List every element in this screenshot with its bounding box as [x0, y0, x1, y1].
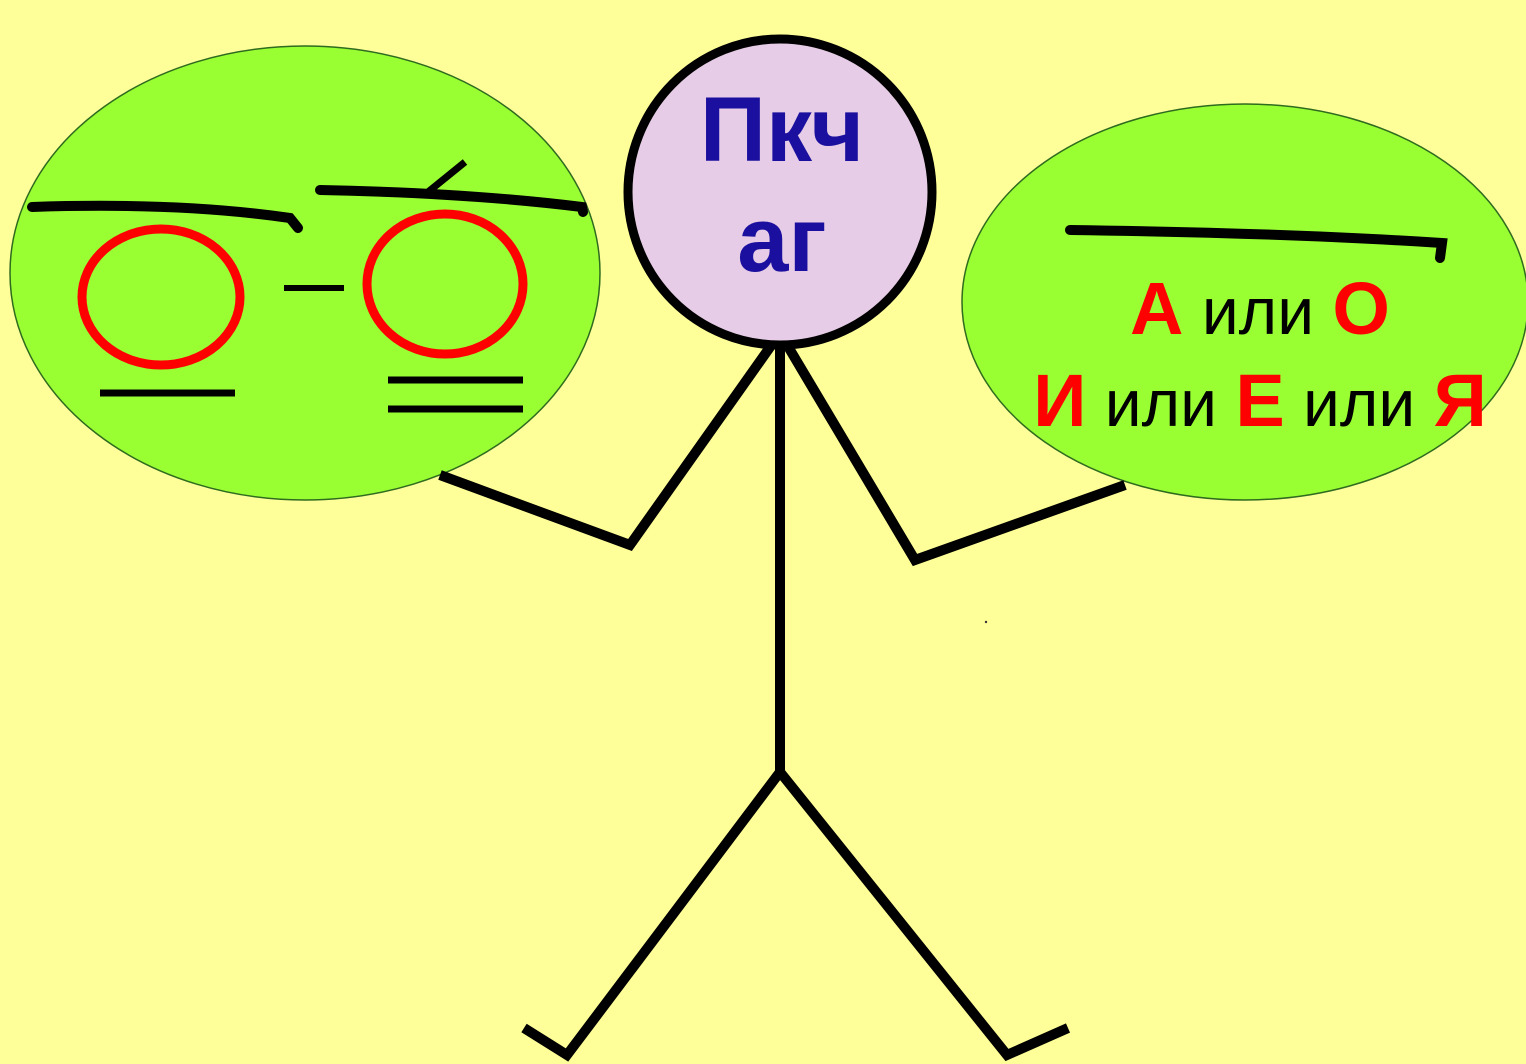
vowel-choice-row-1: А или О [1000, 266, 1520, 351]
vowel-o: О [1332, 267, 1390, 350]
vowel-e: Е [1235, 359, 1285, 442]
right-leg [776, 768, 1071, 1062]
vowel-ya: Я [1433, 359, 1487, 442]
head-circle [623, 34, 937, 350]
right-prefix-arc [1065, 225, 1448, 263]
left-leg [521, 768, 784, 1062]
vowel-circle-left [77, 224, 245, 370]
or-word: или [1201, 274, 1315, 348]
vowel-choice-row-2: И или Е или Я [1000, 358, 1520, 443]
left-bubble [9, 45, 601, 501]
speck-dot [984, 620, 988, 624]
vowel-i: И [1033, 359, 1087, 442]
stress-mark [425, 159, 468, 195]
second-prefix-arc [315, 185, 588, 217]
prefix-arc [27, 200, 303, 233]
vowel-a: А [1130, 267, 1184, 350]
head-text-line1: Пкч [699, 79, 865, 181]
left-arm [438, 330, 785, 552]
or-word: или [1303, 366, 1416, 440]
right-bubble [961, 103, 1526, 501]
head-text-line2: аг [737, 189, 827, 291]
or-word: или [1104, 366, 1217, 440]
right-arm [775, 330, 1127, 567]
vowel-circle-right [362, 209, 528, 359]
